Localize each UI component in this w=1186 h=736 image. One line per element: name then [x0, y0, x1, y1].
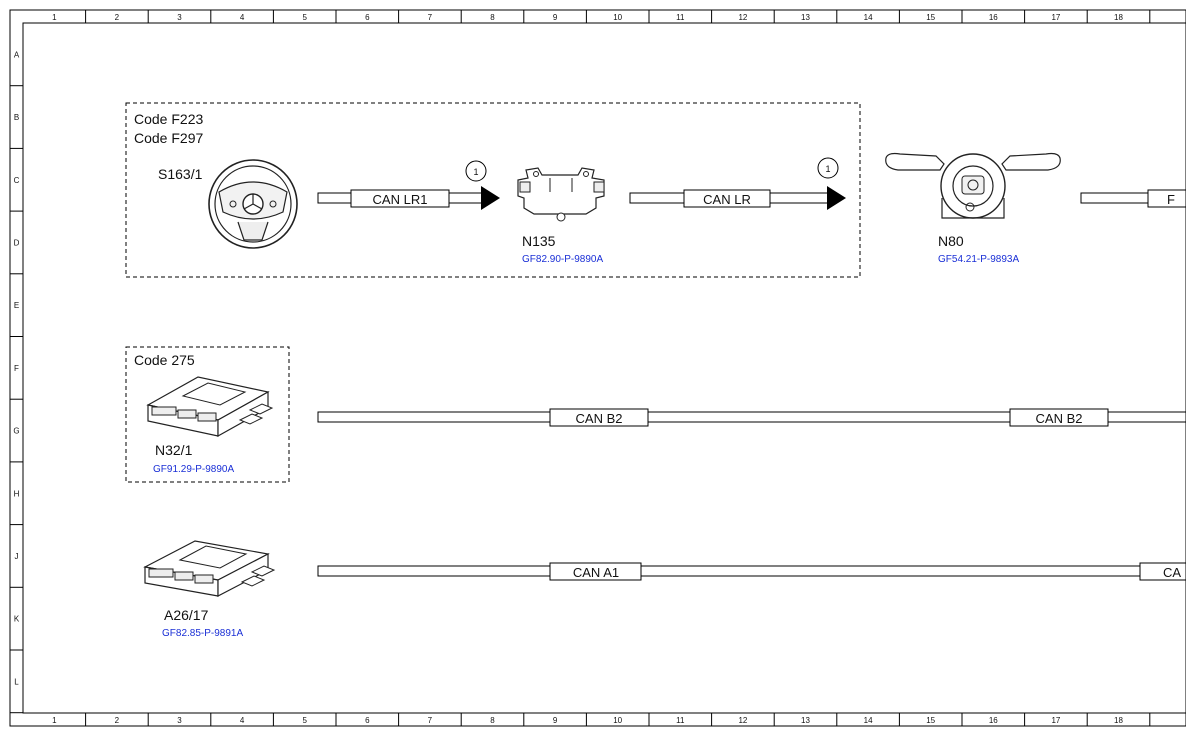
row-index-J: J	[15, 552, 19, 561]
reference-marker-2: 1	[817, 157, 839, 179]
reference-link-a26-17[interactable]: GF82.85-P-9891A	[162, 628, 243, 639]
svg-text:1: 1	[473, 167, 478, 177]
component-label-n80: N80	[938, 233, 964, 249]
column-index-bottom-3: 3	[177, 716, 182, 725]
row-index-H: H	[14, 489, 20, 498]
row-index-K: K	[14, 615, 20, 624]
group-box-middle	[125, 346, 290, 483]
n32-1-control-unit-icon[interactable]	[146, 376, 274, 438]
row-index-G: G	[13, 427, 19, 436]
column-index-bottom-14: 14	[864, 716, 873, 725]
can-a1-bus[interactable]: CAN A1 CA	[317, 562, 1186, 581]
column-index-bottom-4: 4	[240, 716, 245, 725]
column-index-bottom-17: 17	[1051, 716, 1060, 725]
steering-wheel-icon[interactable]	[208, 159, 298, 249]
reference-marker-1: 1	[465, 160, 487, 182]
reference-link-n135[interactable]: GF82.90-P-9890A	[522, 254, 603, 265]
column-index-bottom-10: 10	[613, 716, 622, 725]
code-label-275: Code 275	[134, 352, 195, 368]
can-b2-label-right: CAN B2	[1036, 411, 1083, 426]
column-index-bottom-7: 7	[428, 716, 433, 725]
svg-text:1: 1	[825, 164, 830, 174]
can-lr-label: CAN LR	[703, 192, 751, 207]
column-index-top-5: 5	[302, 13, 307, 22]
column-index-bottom-18: 18	[1114, 716, 1123, 725]
column-index-top-11: 11	[676, 13, 685, 22]
component-label-a26-17: A26/17	[164, 607, 209, 623]
column-index-top-9: 9	[553, 13, 558, 22]
can-b2-label-left: CAN B2	[576, 411, 623, 426]
code-label-f223: Code F223	[134, 111, 203, 127]
row-index-B: B	[14, 113, 19, 122]
column-index-top-17: 17	[1051, 13, 1060, 22]
row-index-L: L	[14, 677, 19, 686]
partial-bus-label-ca: CA	[1163, 565, 1181, 580]
group-box-top	[125, 102, 861, 278]
can-a1-label: CAN A1	[573, 565, 619, 580]
reference-link-n32-1[interactable]: GF91.29-P-9890A	[153, 464, 234, 475]
column-index-top-14: 14	[864, 13, 873, 22]
column-index-bottom-6: 6	[365, 716, 370, 725]
column-index-bottom-16: 16	[989, 716, 998, 725]
partial-bus-label-f: F	[1167, 192, 1175, 207]
component-label-n135: N135	[522, 233, 556, 249]
column-index-bottom-12: 12	[738, 716, 747, 725]
n80-module-icon[interactable]	[885, 152, 1061, 219]
column-index-top-1: 1	[52, 13, 57, 22]
column-index-top-18: 18	[1114, 13, 1123, 22]
column-index-bottom-15: 15	[926, 716, 935, 725]
column-index-bottom-11: 11	[676, 716, 685, 725]
row-index-A: A	[14, 50, 20, 59]
column-index-top-4: 4	[240, 13, 245, 22]
can-lr1-bus[interactable]: CAN LR1	[317, 186, 500, 210]
column-index-top-8: 8	[490, 13, 495, 22]
n135-module-icon[interactable]	[517, 167, 605, 222]
reference-link-n80[interactable]: GF54.21-P-9893A	[938, 254, 1019, 265]
column-index-top-15: 15	[926, 13, 935, 22]
column-index-top-12: 12	[738, 13, 747, 22]
column-index-bottom-5: 5	[302, 716, 307, 725]
component-label-n32-1: N32/1	[155, 442, 193, 458]
column-index-bottom-9: 9	[553, 716, 558, 725]
column-index-top-7: 7	[428, 13, 433, 22]
can-lr1-label: CAN LR1	[373, 192, 428, 207]
row-index-F: F	[14, 364, 19, 373]
component-label-s163-1: S163/1	[158, 166, 203, 182]
column-index-top-10: 10	[613, 13, 622, 22]
column-index-bottom-1: 1	[52, 716, 57, 725]
row-index-E: E	[14, 301, 19, 310]
column-index-top-6: 6	[365, 13, 370, 22]
row-index-C: C	[14, 176, 20, 185]
a26-17-control-unit-icon[interactable]	[143, 540, 276, 597]
row-index-strip: A B C D E F G H J K L	[10, 50, 23, 714]
partial-bus-top-right[interactable]: F	[1080, 189, 1186, 208]
row-index-D: D	[14, 238, 20, 247]
column-index-strip: 1122334455667788991010111112121313141415…	[52, 10, 1151, 726]
code-label-f297: Code F297	[134, 130, 203, 146]
can-lr-bus[interactable]: CAN LR	[629, 186, 846, 210]
column-index-bottom-13: 13	[801, 716, 810, 725]
column-index-top-2: 2	[115, 13, 120, 22]
column-index-top-13: 13	[801, 13, 810, 22]
column-index-top-3: 3	[177, 13, 182, 22]
column-index-top-16: 16	[989, 13, 998, 22]
column-index-bottom-8: 8	[490, 716, 495, 725]
column-index-bottom-2: 2	[115, 716, 120, 725]
can-b2-bus[interactable]: CAN B2 CAN B2	[317, 408, 1186, 427]
